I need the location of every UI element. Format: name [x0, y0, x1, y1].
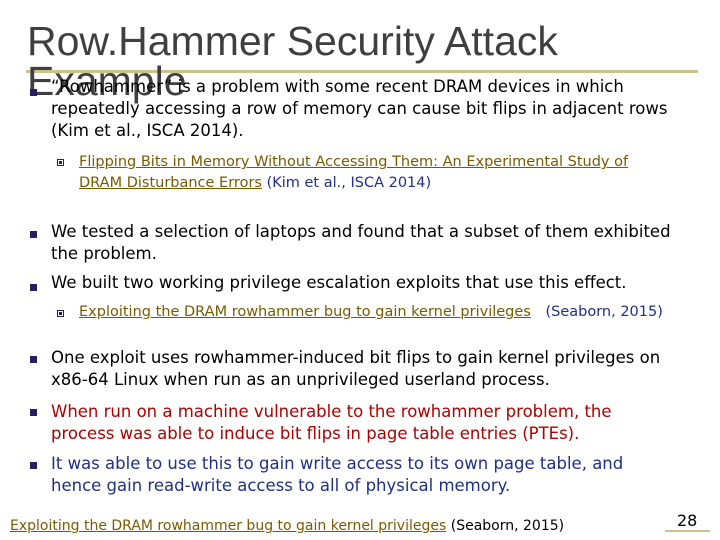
- bullet-marker-icon: [30, 462, 37, 469]
- bullet-1: “Rowhammer” is a problem with some recen…: [51, 76, 667, 142]
- bullet-5: When run on a machine vulnerable to the …: [51, 401, 612, 445]
- bullet-marker-icon: [30, 89, 37, 96]
- bullet-marker-icon: [30, 409, 37, 416]
- bullet-3-line1: We built two working privilege escalatio…: [51, 273, 627, 292]
- sub-bullet-2: Exploiting the DRAM rowhammer bug to gai…: [79, 302, 663, 323]
- bullet-2-line1: We tested a selection of laptops and fou…: [51, 222, 671, 241]
- slide-title-line2: Example: [27, 58, 187, 104]
- bullet-4-line1: One exploit uses rowhammer-induced bit f…: [51, 348, 661, 367]
- bullet-3: We built two working privilege escalatio…: [51, 272, 627, 294]
- sub-bullet-1: Flipping Bits in Memory Without Accessin…: [79, 152, 628, 194]
- paper-link-line2[interactable]: DRAM Disturbance Errors: [79, 175, 262, 191]
- bullet-6-line2: hence gain read-write access to all of p…: [51, 476, 511, 495]
- bullet-4: One exploit uses rowhammer-induced bit f…: [51, 347, 660, 391]
- bullet-marker-icon: [30, 284, 37, 291]
- bullet-1-line2: repeatedly accessing a row of memory can…: [51, 99, 668, 118]
- footer-citation: Exploiting the DRAM rowhammer bug to gai…: [10, 518, 564, 534]
- page-number-rule: [665, 530, 710, 532]
- paper-cite: (Kim et al., ISCA 2014): [261, 175, 432, 191]
- bullet-1-text: is a problem with some recent DRAM devic…: [172, 77, 624, 96]
- bullet-5-line2: process was able to induce bit flips in …: [51, 424, 580, 443]
- slide-title: Row.Hammer Security Attack: [27, 18, 558, 64]
- page-number: 28: [677, 511, 698, 530]
- exploit-link[interactable]: Exploiting the DRAM rowhammer bug to gai…: [79, 304, 531, 320]
- bullet-1-line3: (Kim et al., ISCA 2014).: [51, 121, 244, 140]
- bullet-1-quote: “Rowhammer”: [51, 77, 173, 96]
- bullet-2: We tested a selection of laptops and fou…: [51, 221, 671, 265]
- bullet-4-line2: x86-64 Linux when run as an unprivileged…: [51, 370, 550, 389]
- bullet-6: It was able to use this to gain write ac…: [51, 453, 623, 497]
- bullet-marker-icon: [30, 356, 37, 363]
- bullet-marker-icon: [30, 231, 37, 238]
- footer-cite: (Seaborn, 2015): [446, 518, 565, 534]
- bullet-5-line1: When run on a machine vulnerable to the …: [51, 402, 612, 421]
- bullet-2-line2: the problem.: [51, 244, 157, 263]
- exploit-cite: (Seaborn, 2015): [545, 304, 663, 320]
- bullet-6-line1: It was able to use this to gain write ac…: [51, 454, 624, 473]
- paper-link[interactable]: Flipping Bits in Memory Without Accessin…: [79, 154, 629, 170]
- footer-link[interactable]: Exploiting the DRAM rowhammer bug to gai…: [10, 518, 447, 534]
- title-rule: [26, 70, 698, 73]
- sub-bullet-marker-icon: [57, 310, 64, 317]
- sub-bullet-marker-icon: [57, 159, 64, 166]
